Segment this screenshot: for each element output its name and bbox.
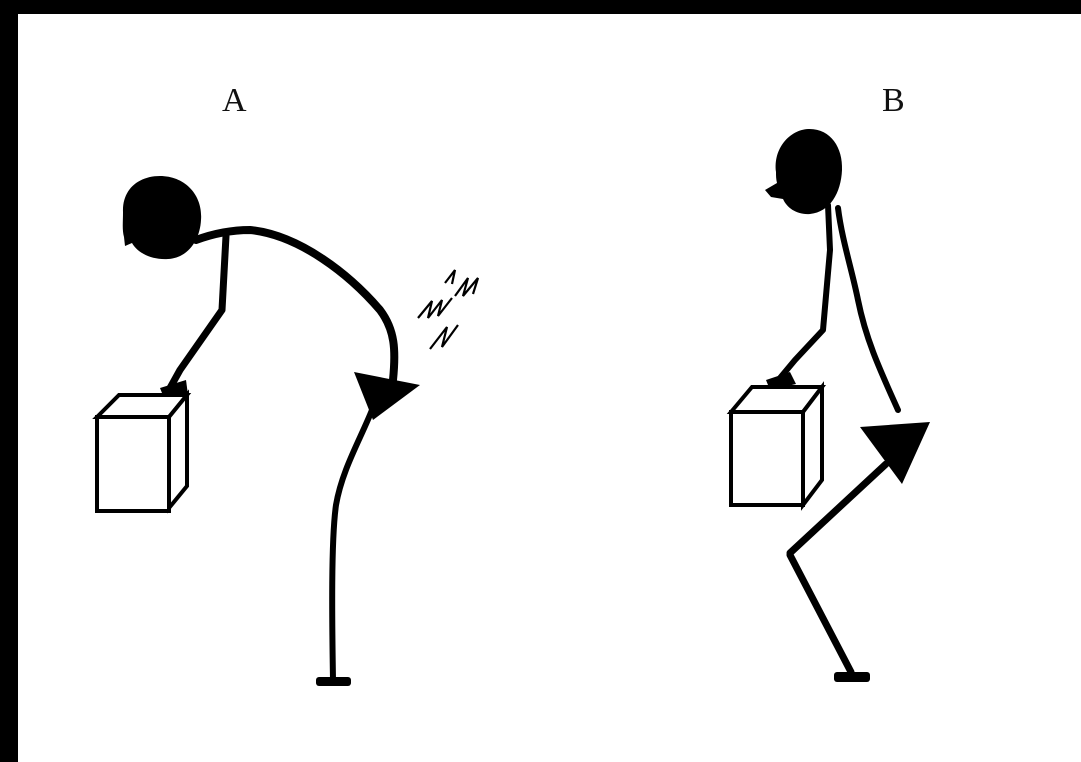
figure-b-foot	[834, 672, 870, 682]
figure-a-leg	[332, 410, 372, 680]
figure-b-torso-front	[780, 205, 830, 378]
figure-b-shin	[790, 555, 851, 672]
figure-b-box	[731, 387, 822, 505]
figure-b-head	[765, 129, 842, 214]
figure-a-box	[97, 395, 187, 511]
figure-a-head	[123, 176, 201, 259]
figure-a-stooped-lift	[97, 176, 478, 686]
figure-a-arm	[170, 236, 226, 388]
figure-b-back	[838, 208, 898, 410]
figure-a-foot	[316, 677, 351, 686]
figure-a-stress-arrow	[354, 372, 420, 420]
figure-b-squat-lift	[731, 129, 930, 682]
figure-a-strain-marks	[418, 270, 478, 349]
